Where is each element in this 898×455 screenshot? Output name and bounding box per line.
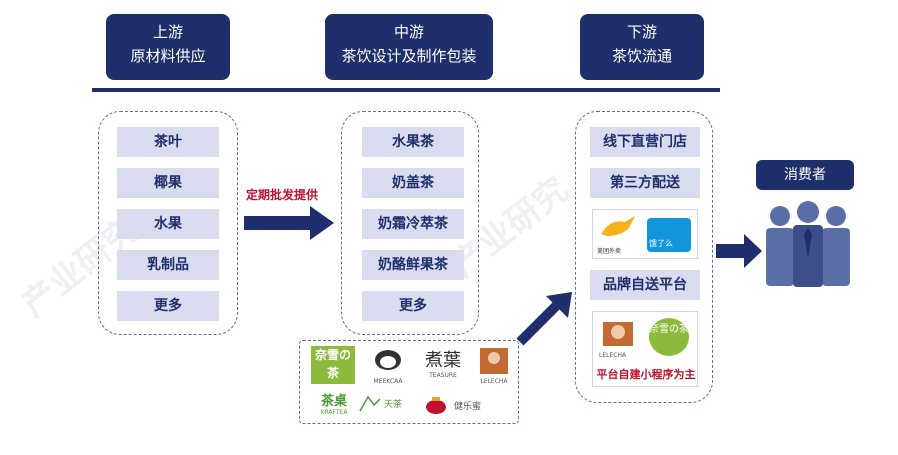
logo-text: 奈雪の茶 — [649, 324, 689, 335]
logo-text: LELECHA — [599, 352, 627, 359]
upstream-item: 茶叶 — [117, 127, 219, 157]
downstream-offline-stores: 线下直营门店 — [590, 127, 700, 157]
brand-logo-jianle: 健乐蜜 — [424, 393, 484, 419]
stage-subtitle: 茶饮流通 — [611, 47, 672, 65]
brand-logo-naixue: 奈雪の茶 — [311, 346, 355, 384]
consumers-people-icon — [766, 201, 850, 287]
lelecha-logo-icon — [603, 322, 633, 346]
upstream-item: 乳制品 — [117, 250, 219, 280]
stage-downstream-header: 下游 茶饮流通 — [580, 14, 704, 80]
brand-logo-chazhuo: 茶桌 KRAFTEA — [312, 390, 356, 420]
arrow-right-icon — [244, 206, 334, 240]
midstream-group — [341, 111, 479, 335]
logo-text: 健乐蜜 — [454, 402, 482, 412]
stage-subtitle: 原材料供应 — [130, 47, 206, 65]
logo-text: 茶桌 — [320, 394, 347, 409]
brand-logo-zhuye: 煮葉 TEASURE — [420, 346, 466, 386]
downstream-group — [575, 111, 713, 403]
mini-program-label: 平台自建小程序为主 — [596, 368, 696, 381]
brand-logo-tiancha: 天茶 — [358, 393, 412, 417]
midstream-item: 奶盖茶 — [362, 168, 464, 198]
midstream-item: 更多 — [362, 291, 464, 321]
logo-text: TEASURE — [429, 372, 457, 379]
stage-upstream-header: 上游 原材料供应 — [106, 14, 230, 80]
lelecha-logo-icon — [480, 348, 508, 374]
delivery-logos-card: 美团外卖 饿了么 — [592, 209, 698, 259]
stage-title: 下游 — [626, 23, 657, 41]
arrow-diagonal-icon — [516, 292, 572, 346]
teapot-logo-icon — [426, 397, 446, 414]
logo-text: KRAFTEA — [320, 409, 348, 416]
upstream-group — [98, 111, 238, 335]
arrow-label: 定期批发提供 — [246, 188, 319, 202]
logo-text: 奈雪の茶 — [314, 348, 351, 380]
logo-text: MEEKCAA — [373, 378, 403, 385]
midstream-item: 水果茶 — [362, 127, 464, 157]
stage-title: 上游 — [152, 23, 183, 41]
brand-logo-meekcaa: MEEKCAA — [366, 346, 410, 385]
stage-title: 中游 — [393, 23, 424, 41]
brand-platform-logos-card: LELECHA 奈雪の茶 平台自建小程序为主 — [592, 311, 698, 387]
downstream-brand-platform: 品牌自送平台 — [590, 270, 700, 300]
upstream-item: 椰果 — [117, 168, 219, 198]
tiancha-logo-icon — [359, 395, 381, 412]
brand-logos-panel — [299, 340, 519, 424]
downstream-third-party: 第三方配送 — [590, 168, 700, 198]
midstream-item: 奶酪鲜果茶 — [362, 250, 464, 280]
logo-text: 美团外卖 — [597, 248, 622, 255]
stage-midstream-header: 中游 茶饮设计及制作包装 — [325, 14, 493, 80]
logo-text: 饿了么 — [649, 239, 673, 248]
eleme-logo: 饿了么 — [647, 218, 691, 252]
logo-text: LELECHA — [480, 378, 508, 385]
upstream-item: 水果 — [117, 209, 219, 239]
upstream-item: 更多 — [117, 291, 219, 321]
naixue-logo: 奈雪の茶 — [649, 318, 689, 356]
logo-text: 煮葉 — [425, 350, 461, 371]
meekcaa-logo-icon — [375, 350, 401, 370]
logo-text: 天茶 — [384, 400, 403, 410]
stage-subtitle: 茶饮设计及制作包装 — [341, 47, 477, 65]
midstream-item: 奶霜冷萃茶 — [362, 209, 464, 239]
consumer-label: 消费者 — [756, 160, 854, 190]
meituan-kangaroo-icon — [601, 216, 635, 236]
header-divider — [92, 88, 720, 92]
arrow-right-icon — [716, 234, 762, 268]
brand-logo-lelecha: LELECHA — [474, 346, 514, 386]
